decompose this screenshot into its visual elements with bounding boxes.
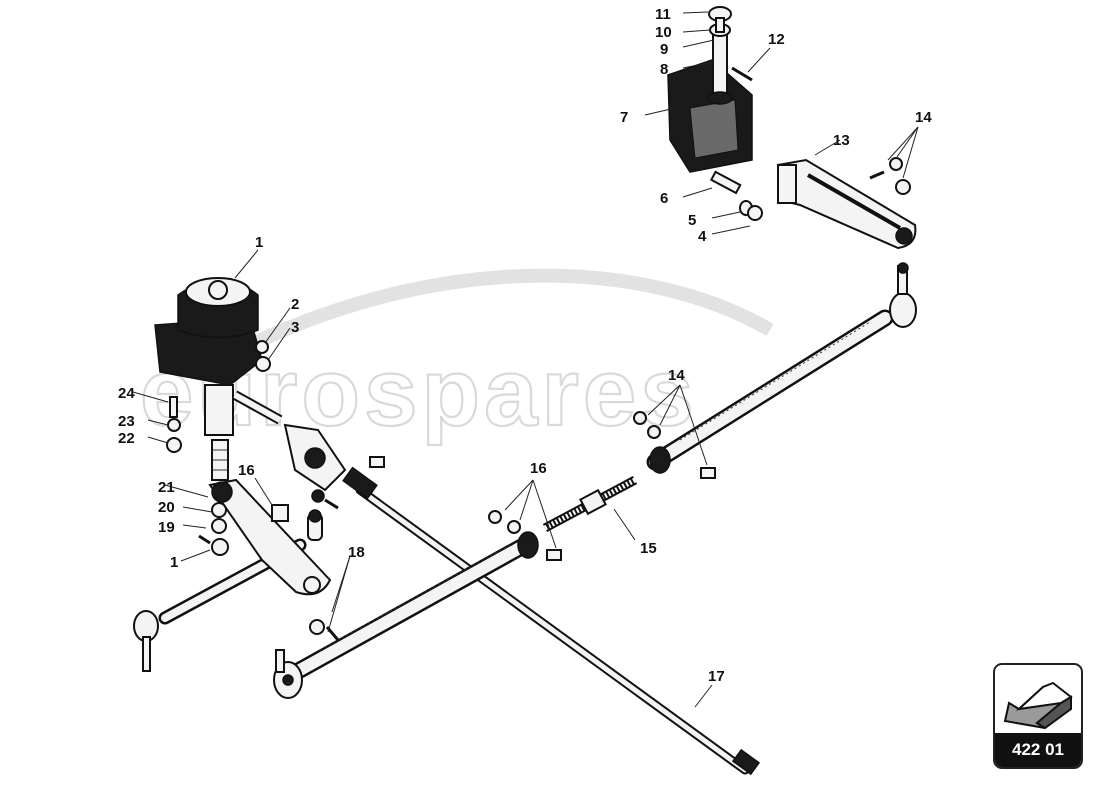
callout-17: 17 [708,668,725,685]
watermark-swoosh [246,268,774,352]
callout-14-center: 14 [668,367,685,384]
idler-bracket [667,6,753,173]
callout-6: 6 [660,190,668,207]
leader-lines [132,11,919,708]
callout-23: 23 [118,413,135,430]
page-number-label: 422 01 [995,733,1081,767]
idler-arm [776,158,917,250]
callout-4: 4 [698,228,707,245]
callout-24: 24 [118,385,135,402]
callout-20: 20 [158,499,175,516]
universal-joint [283,423,378,500]
callout-5: 5 [688,212,696,229]
callout-11: 11 [655,6,671,23]
center-tie-rod [273,531,539,699]
callout-18: 18 [348,544,365,561]
drag-link-rod [355,485,761,776]
callout-14-right: 14 [915,109,932,126]
fasteners [166,66,911,641]
right-tie-rod [646,262,917,474]
callout-7: 7 [620,109,628,126]
callout-1-lower: 1 [170,554,178,571]
pitman-arm [208,478,332,596]
arrow-icon [1003,681,1073,730]
adjuster-sleeve [542,476,638,532]
callout-19: 19 [158,519,175,536]
callout-21: 21 [158,479,175,496]
callout-16-center: 16 [530,460,547,477]
callout-labels: 1 2 3 24 23 22 21 20 19 1 16 18 16 14 15… [118,6,932,685]
callout-16-left: 16 [238,462,255,479]
callout-13: 13 [833,132,850,149]
callout-15: 15 [640,540,657,557]
callout-22: 22 [118,430,135,447]
page-reference-badge: 422 01 [993,663,1083,769]
steering-box [154,277,283,481]
callout-3: 3 [291,319,299,336]
callout-9: 9 [660,41,668,58]
callout-10: 10 [655,24,672,41]
callout-1: 1 [255,234,263,251]
callout-8: 8 [660,61,668,78]
callout-12: 12 [768,31,785,48]
callout-2: 2 [291,296,299,313]
